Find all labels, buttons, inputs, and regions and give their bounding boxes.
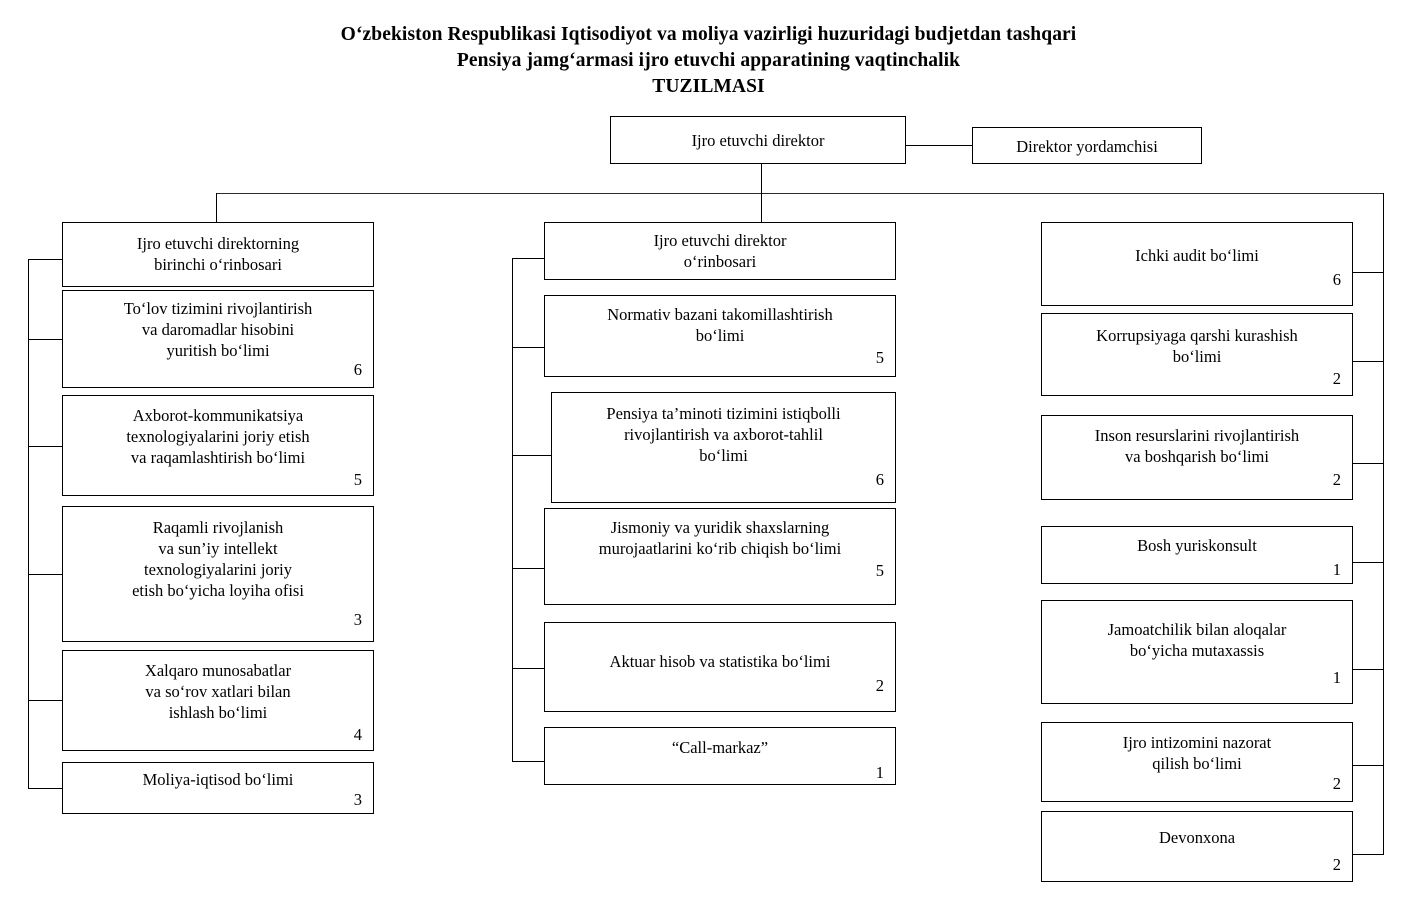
node-staff-count: 1 bbox=[875, 763, 884, 782]
node-label: “Call-markaz” bbox=[671, 738, 769, 757]
node-staff-count: 1 bbox=[1332, 668, 1341, 687]
node-right-5[interactable]: Jamoatchilik bilan aloqalar bo‘yicha mut… bbox=[1041, 600, 1353, 704]
node-label: Raqamli rivojlanish va sun’iy intellekt … bbox=[132, 518, 304, 600]
node-label: Jismoniy va yuridik shaxslarning murojaa… bbox=[598, 518, 842, 558]
node-label: Moliya-iqtisod bo‘limi bbox=[142, 770, 294, 789]
connector-middle-stub-3 bbox=[512, 568, 545, 569]
node-label: Aktuar hisob va statistika bo‘limi bbox=[609, 652, 831, 671]
node-right-1[interactable]: Ichki audit bo‘limi 6 bbox=[1041, 222, 1353, 306]
connector-right-stub-6 bbox=[1352, 765, 1384, 766]
node-staff-count: 2 bbox=[1332, 470, 1341, 489]
node-label: Direktor yordamchisi bbox=[1016, 137, 1158, 156]
connector-middle-trunk bbox=[512, 258, 513, 761]
node-left-4[interactable]: Xalqaro munosabatlar va so‘rov xatlari b… bbox=[62, 650, 374, 751]
page-title: O‘zbekiston Respublikasi Iqtisodiyot va … bbox=[0, 22, 1417, 100]
node-direktor-yordamchisi[interactable]: Direktor yordamchisi bbox=[972, 127, 1202, 164]
node-label: Axborot-kommunikatsiya texnologiyalarini… bbox=[126, 406, 310, 467]
connector-middle-stub-head bbox=[512, 258, 545, 259]
node-label: Bosh yuriskonsult bbox=[1137, 536, 1257, 555]
node-label: Devonxona bbox=[1158, 828, 1236, 847]
connector-right-stub-5 bbox=[1352, 669, 1384, 670]
node-staff-count: 2 bbox=[1332, 369, 1341, 388]
node-staff-count: 3 bbox=[353, 790, 362, 809]
node-ijro-etuvchi-direktor[interactable]: Ijro etuvchi direktor bbox=[610, 116, 906, 164]
node-middle-head[interactable]: Ijro etuvchi direktor o‘rinbosari bbox=[544, 222, 896, 280]
node-right-7[interactable]: Devonxona 2 bbox=[1041, 811, 1353, 882]
connector-left-stub-head bbox=[28, 259, 63, 260]
node-label: Normativ bazani takomillashtirish bo‘lim… bbox=[607, 305, 833, 345]
node-label: Ijro etuvchi direktor o‘rinbosari bbox=[653, 231, 787, 271]
node-middle-1[interactable]: Normativ bazani takomillashtirish bo‘lim… bbox=[544, 295, 896, 377]
node-staff-count: 2 bbox=[1332, 774, 1341, 793]
connector-director-stem bbox=[761, 164, 762, 193]
node-left-5[interactable]: Moliya-iqtisod bo‘limi 3 bbox=[62, 762, 374, 814]
connector-middle-stub-4 bbox=[512, 668, 545, 669]
connector-left-trunk bbox=[28, 259, 29, 788]
connector-right-stub-7 bbox=[1352, 854, 1384, 855]
node-right-4[interactable]: Bosh yuriskonsult 1 bbox=[1041, 526, 1353, 584]
node-label: Jamoatchilik bilan aloqalar bo‘yicha mut… bbox=[1107, 620, 1287, 660]
node-left-3[interactable]: Raqamli rivojlanish va sun’iy intellekt … bbox=[62, 506, 374, 642]
connector-right-trunk bbox=[1383, 193, 1384, 854]
node-middle-5[interactable]: “Call-markaz” 1 bbox=[544, 727, 896, 785]
node-staff-count: 5 bbox=[353, 470, 362, 489]
connector-bus-drop-middle bbox=[761, 193, 762, 222]
node-staff-count: 2 bbox=[1332, 855, 1341, 874]
connector-left-stub-3 bbox=[28, 574, 63, 575]
node-staff-count: 1 bbox=[1332, 560, 1341, 579]
node-right-6[interactable]: Ijro intizomini nazorat qilish bo‘limi 2 bbox=[1041, 722, 1353, 802]
node-staff-count: 3 bbox=[353, 610, 362, 629]
node-label: Xalqaro munosabatlar va so‘rov xatlari b… bbox=[144, 661, 292, 722]
title-line-1: O‘zbekiston Respublikasi Iqtisodiyot va … bbox=[340, 24, 1077, 45]
connector-right-stub-3 bbox=[1352, 463, 1384, 464]
node-label: Ijro etuvchi direktor bbox=[691, 131, 825, 150]
node-right-3[interactable]: Inson resurslarini rivojlantirish va bos… bbox=[1041, 415, 1353, 500]
node-label: Korrupsiyaga qarshi kurashish bo‘limi bbox=[1096, 326, 1298, 366]
node-staff-count: 6 bbox=[1332, 270, 1341, 289]
node-left-head[interactable]: Ijro etuvchi direktorning birinchi o‘rin… bbox=[62, 222, 374, 287]
node-middle-2[interactable]: Pensiya ta’minoti tizimini istiqbolli ri… bbox=[551, 392, 896, 503]
node-staff-count: 5 bbox=[875, 561, 884, 580]
node-label: Pensiya ta’minoti tizimini istiqbolli ri… bbox=[606, 404, 841, 465]
node-label: Ijro etuvchi direktorning birinchi o‘rin… bbox=[136, 234, 300, 274]
node-label: Ichki audit bo‘limi bbox=[1135, 246, 1259, 265]
connector-right-stub-1 bbox=[1352, 272, 1384, 273]
node-left-1[interactable]: To‘lov tizimini rivojlantirish va daroma… bbox=[62, 290, 374, 388]
node-right-2[interactable]: Korrupsiyaga qarshi kurashish bo‘limi 2 bbox=[1041, 313, 1353, 396]
connector-middle-stub-1 bbox=[512, 347, 545, 348]
connector-left-stub-4 bbox=[28, 700, 63, 701]
connector-middle-stub-2 bbox=[512, 455, 552, 456]
connector-right-stub-4 bbox=[1352, 562, 1384, 563]
node-middle-3[interactable]: Jismoniy va yuridik shaxslarning murojaa… bbox=[544, 508, 896, 605]
node-left-2[interactable]: Axborot-kommunikatsiya texnologiyalarini… bbox=[62, 395, 374, 496]
connector-main-bus bbox=[216, 193, 1384, 194]
node-staff-count: 6 bbox=[875, 470, 884, 489]
connector-director-to-assistant bbox=[906, 145, 973, 146]
node-middle-4[interactable]: Aktuar hisob va statistika bo‘limi 2 bbox=[544, 622, 896, 712]
node-staff-count: 6 bbox=[353, 360, 362, 379]
node-staff-count: 2 bbox=[875, 676, 884, 695]
connector-left-stub-1 bbox=[28, 339, 63, 340]
connector-left-stub-5 bbox=[28, 788, 63, 789]
node-label: Ijro intizomini nazorat qilish bo‘limi bbox=[1122, 733, 1272, 773]
connector-left-stub-2 bbox=[28, 446, 63, 447]
title-line-2: Pensiya jamg‘armasi ijro etuvchi apparat… bbox=[456, 50, 961, 71]
node-staff-count: 4 bbox=[353, 725, 362, 744]
connector-middle-stub-5 bbox=[512, 761, 545, 762]
node-label: To‘lov tizimini rivojlantirish va daroma… bbox=[123, 299, 313, 360]
title-line-3: TUZILMASI bbox=[652, 76, 765, 97]
connector-right-stub-2 bbox=[1352, 361, 1384, 362]
node-label: Inson resurslarini rivojlantirish va bos… bbox=[1094, 426, 1300, 466]
node-staff-count: 5 bbox=[875, 348, 884, 367]
